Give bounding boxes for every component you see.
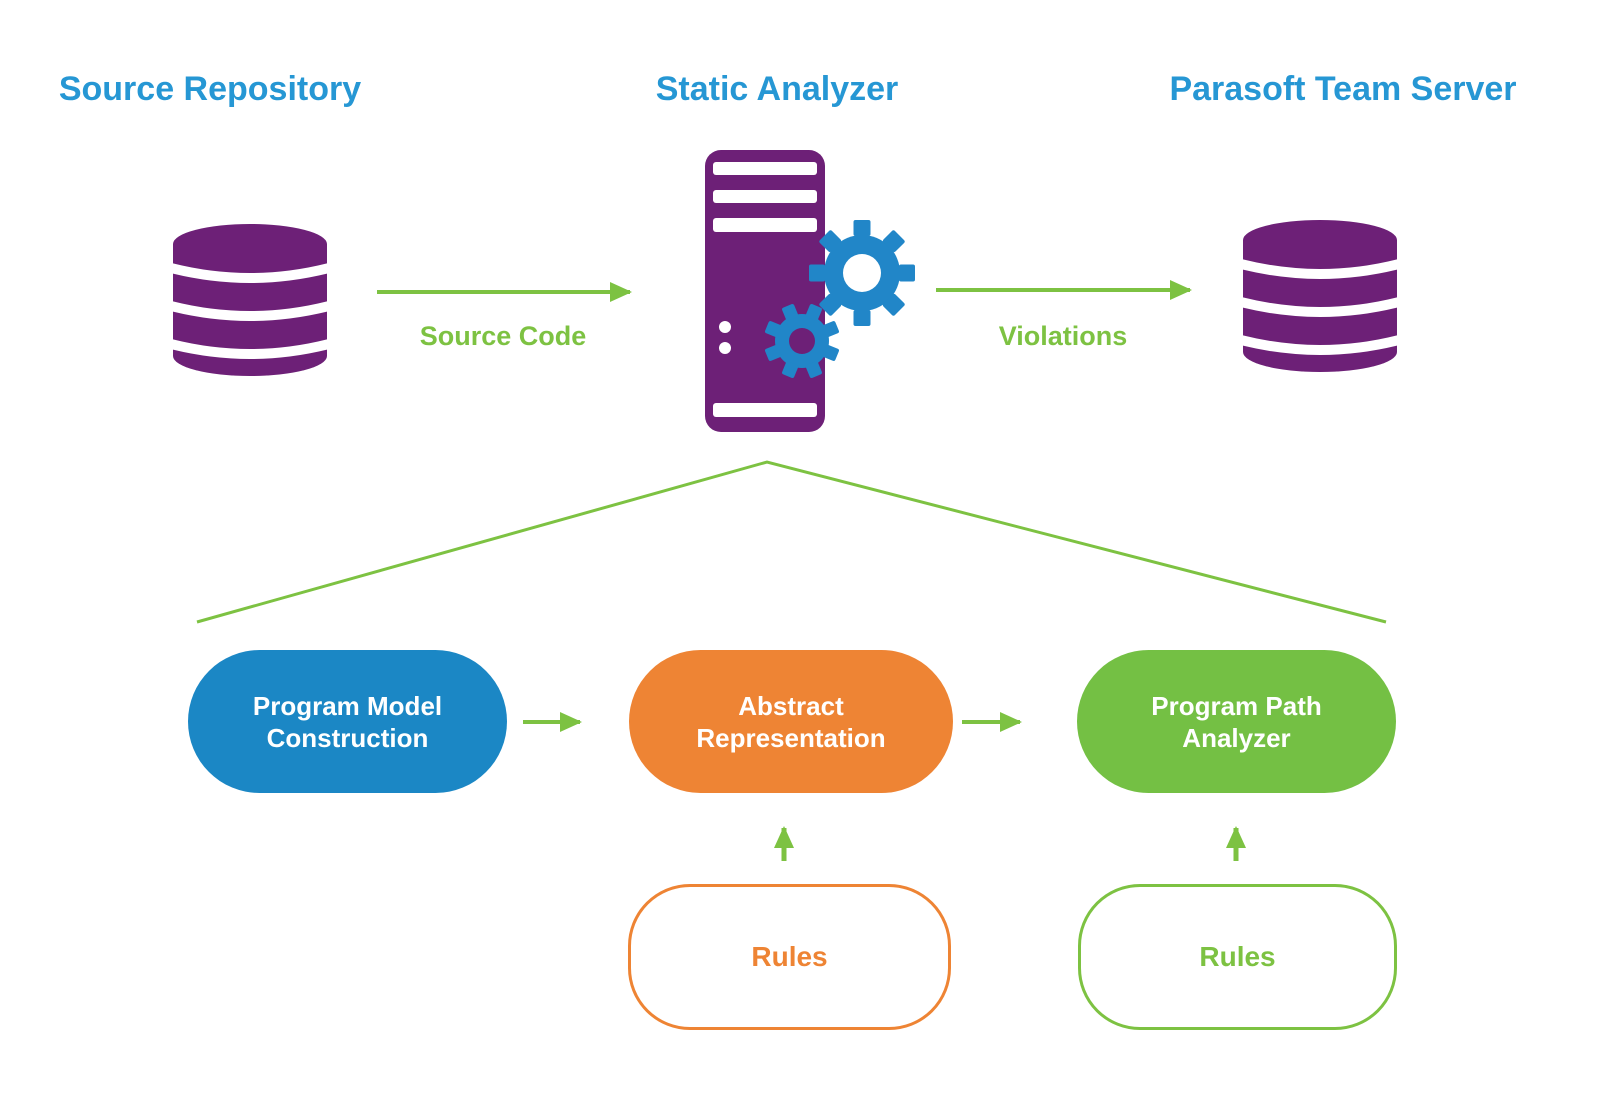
rules-box-abstract-representation: Rules [628,884,951,1030]
static-analyzer-server-icon [680,140,930,440]
rules-box-program-path-analyzer: Rules [1078,884,1397,1030]
server-tower-icon [705,150,825,432]
stage-program-path-analyzer: Program Path Analyzer [1077,650,1396,793]
big-gear-icon [809,220,915,326]
flow-label-source-code: Source Code [419,321,587,351]
heading-source-repository: Source Repository [58,70,362,108]
small-gear-icon [765,304,839,378]
heading-parasoft-team-server: Parasoft Team Server [1169,70,1517,108]
flow-label-violations: Violations [998,321,1128,351]
heading-static-analyzer: Static Analyzer [655,70,899,108]
source-repository-database-icon [169,222,331,378]
team-server-database-icon [1239,218,1401,374]
stage-program-model-construction: Program Model Construction [188,650,507,793]
fanout-lines [196,460,1387,624]
stage-abstract-representation: Abstract Representation [629,650,953,793]
